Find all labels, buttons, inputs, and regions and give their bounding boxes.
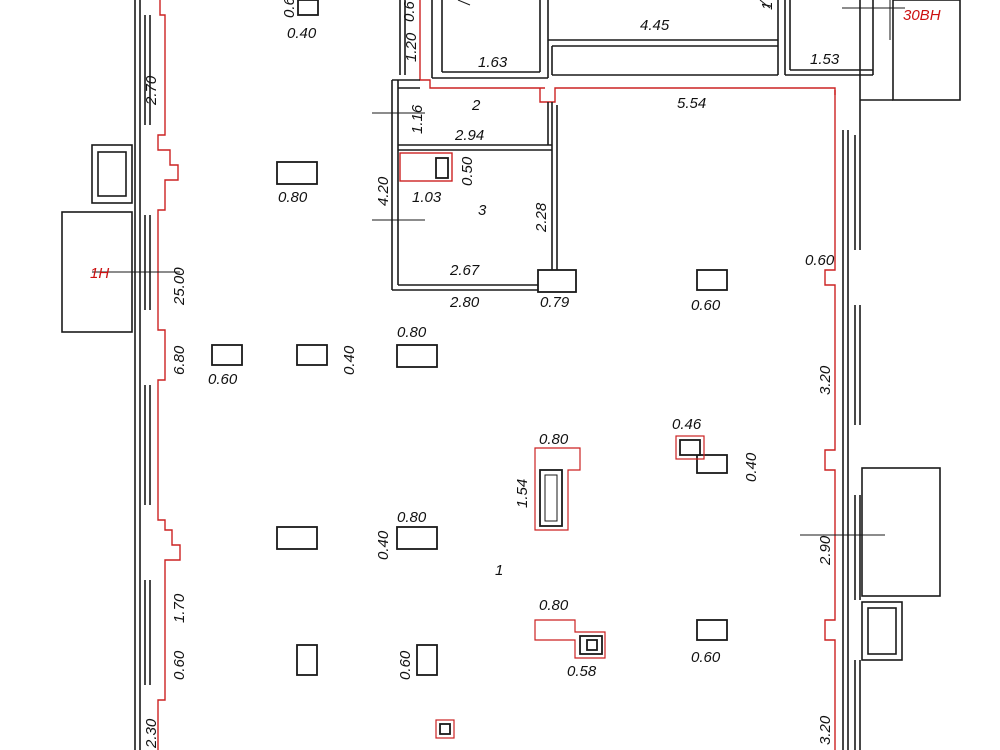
column xyxy=(439,723,451,735)
dimension-label: 2.94 xyxy=(454,127,484,144)
right-bay-middle xyxy=(800,467,941,597)
dimension-label: 0.40 xyxy=(743,452,760,482)
dimension-label: 0.6 xyxy=(401,0,418,22)
dimension-label: 0.58 xyxy=(567,663,597,680)
column xyxy=(586,639,598,651)
column xyxy=(296,344,328,366)
dimension-label: 0.40 xyxy=(375,530,392,560)
room-label-2: 2 xyxy=(471,97,481,114)
column xyxy=(211,344,243,366)
dimension-label: 1.54 xyxy=(514,479,531,508)
horizontal-dimensions: 0.40 1.63 4.45 1.53 5.54 2.94 1.03 0.80 … xyxy=(208,17,840,680)
dimension-label: 0.60 xyxy=(805,252,835,269)
dimension-label: 2.90 xyxy=(817,535,834,566)
dimension-label: 0.60 xyxy=(208,371,238,388)
column xyxy=(276,526,318,550)
top-room-walls xyxy=(399,0,905,89)
dimension-label: 6.80 xyxy=(171,345,188,375)
dimension-label: 0.80 xyxy=(397,509,427,526)
dimension-label: 2.30 xyxy=(143,718,160,749)
right-exterior-wall xyxy=(824,90,861,750)
column xyxy=(396,344,438,368)
dimension-label: 2.28 xyxy=(533,202,550,233)
dimension-label: 1.03 xyxy=(412,189,442,206)
dimension-label: 1.16 xyxy=(409,104,426,134)
dimension-label: 3.20 xyxy=(817,365,834,395)
hall-top-contour xyxy=(539,87,836,103)
dimension-label: 2.67 xyxy=(449,262,480,279)
dimension-label: 5.54 xyxy=(677,95,706,112)
dimension-label: 0.80 xyxy=(539,431,569,448)
room-label-1: 1 xyxy=(495,562,503,579)
vertical-dimensions: 0.6 0.6 1.20 1 2.70 1.16 0.50 4.20 2.28 … xyxy=(143,0,834,749)
axis-label-top-right: 30ВН xyxy=(903,7,941,24)
column xyxy=(396,526,438,550)
dimension-label: 0.80 xyxy=(397,324,427,341)
right-bay-upper xyxy=(859,0,961,135)
right-bay-lower xyxy=(861,601,903,661)
dimension-label: 25.00 xyxy=(171,267,188,306)
room-label-3: 3 xyxy=(478,202,487,219)
dimension-label: 2.70 xyxy=(143,75,160,106)
dimension-label: 0.80 xyxy=(539,597,569,614)
left-exterior-wall xyxy=(134,0,181,750)
columns xyxy=(211,0,728,739)
dimension-label: 1 xyxy=(759,2,776,10)
column xyxy=(696,619,728,641)
dimension-label: 0.60 xyxy=(397,650,414,680)
dimension-label: 1.53 xyxy=(810,51,840,68)
dimension-label: 0.60 xyxy=(691,297,721,314)
column xyxy=(696,454,728,474)
axis-label-left: 1Н xyxy=(90,265,109,282)
dimension-label: 3.20 xyxy=(817,715,834,745)
dimension-label: 0.80 xyxy=(278,189,308,206)
room-2-3-walls xyxy=(372,79,577,293)
dimension-label: 2.80 xyxy=(449,294,480,311)
dimension-label: 0.46 xyxy=(672,416,702,433)
left-bay-upper xyxy=(91,144,133,204)
red-column-group xyxy=(534,447,606,659)
dimension-label: 0.6 xyxy=(281,0,298,18)
column xyxy=(416,644,438,676)
dimension-label: 0.40 xyxy=(287,25,317,42)
dimension-label: 4.45 xyxy=(640,17,670,34)
dimension-label: 4.20 xyxy=(375,176,392,206)
column xyxy=(679,439,701,456)
dimension-label: 0.60 xyxy=(171,650,188,680)
column xyxy=(296,644,318,676)
column xyxy=(297,0,319,16)
dimension-label: 1.20 xyxy=(403,32,420,62)
dimension-label: 0.50 xyxy=(459,156,476,186)
dimension-label: 0.79 xyxy=(540,294,570,311)
dimension-label: 0.40 xyxy=(341,345,358,375)
column xyxy=(696,269,728,291)
dimension-label: 1.70 xyxy=(171,593,188,623)
dimension-label: 1.63 xyxy=(478,54,508,71)
column xyxy=(276,161,318,185)
left-bay-entrance xyxy=(61,211,180,333)
dimension-label: 0.60 xyxy=(691,649,721,666)
